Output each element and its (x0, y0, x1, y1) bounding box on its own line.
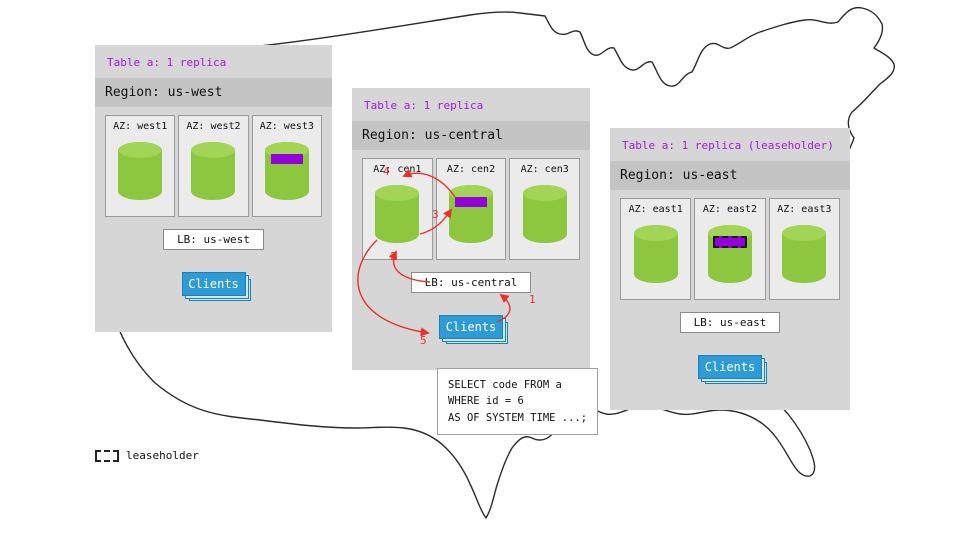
flow-step-4: 4 (383, 165, 390, 178)
replica-cylinder-west2 (191, 142, 236, 200)
sql-line-2: WHERE id = 6 (448, 395, 524, 408)
replica-cylinder-cen2 (449, 185, 493, 243)
az-west2: AZ: west2 (178, 115, 249, 217)
replica-cylinder-west3 (264, 142, 309, 200)
az-row-west: AZ: west1 AZ: west2 AZ: west3 (105, 115, 322, 217)
az-row-central: AZ: cen1 AZ: cen2 AZ: cen3 (362, 158, 581, 260)
az-west1: AZ: west1 (105, 115, 176, 217)
az-label: AZ: east1 (628, 204, 683, 215)
flow-step-2: 2 (390, 250, 397, 263)
az-label: AZ: cen3 (520, 164, 569, 175)
sql-line-1: SELECT code FROM a (448, 379, 562, 391)
replica-range-bar-west3 (270, 154, 303, 164)
flow-step-3: 3 (432, 208, 439, 221)
az-row-east: AZ: east1 AZ: east2 AZ: east3 (620, 198, 840, 300)
replica-cylinder-cen1 (375, 185, 420, 243)
az-label: AZ: cen2 (446, 164, 496, 175)
replica-range-bar-cen2 (455, 197, 487, 207)
clients-box-us-west: Clients (181, 272, 246, 296)
az-label: AZ: west2 (186, 121, 241, 132)
table-replica-label-east: Table a: 1 replica (leaseholder) (622, 139, 834, 152)
sql-line-3: AS OF SYSTEM TIME ...; (448, 411, 588, 424)
leaseholder-range-bar-east2 (712, 236, 747, 248)
leaseholder-legend-label: leaseholder (126, 449, 199, 462)
az-east2: AZ: east2 (694, 198, 766, 300)
region-panel-us-central: Table a: 1 replica Region: us-central AZ… (352, 88, 590, 370)
flow-step-1: 1 (529, 293, 536, 306)
leaseholder-swatch-icon (95, 449, 119, 462)
az-east3: AZ: east3 (768, 198, 840, 300)
az-label: AZ: cen1 (373, 164, 422, 175)
az-west3: AZ: west3 (251, 115, 322, 217)
region-panel-us-west: Table a: 1 replica Region: us-west AZ: w… (95, 45, 332, 332)
region-title-us-central: Region: us-central (352, 121, 590, 150)
az-cen3: AZ: cen3 (509, 158, 581, 260)
az-label: AZ: west1 (113, 121, 168, 132)
region-title-us-west: Region: us-west (95, 78, 332, 107)
replica-cylinder-east3 (782, 225, 827, 283)
region-panel-us-east: Table a: 1 replica (leaseholder) Region:… (610, 128, 850, 410)
az-cen2: AZ: cen2 (435, 158, 507, 260)
replica-cylinder-east2 (707, 225, 752, 283)
load-balancer-us-central: LB: us-central (410, 272, 532, 293)
clients-box-us-east: Clients (698, 355, 762, 379)
sql-query-box: SELECT code FROM a WHERE id = 6 AS OF SY… (437, 368, 599, 435)
az-cen1: AZ: cen1 (362, 158, 433, 260)
load-balancer-us-west: LB: us-west (163, 229, 264, 250)
az-label: AZ: west3 (259, 121, 314, 132)
replica-cylinder-east1 (633, 225, 678, 283)
az-label: AZ: east2 (702, 204, 758, 215)
load-balancer-us-east: LB: us-east (679, 312, 781, 333)
az-east1: AZ: east1 (620, 198, 692, 300)
region-title-us-east: Region: us-east (610, 161, 850, 190)
replica-cylinder-cen3 (522, 185, 567, 243)
az-label: AZ: east3 (777, 204, 832, 215)
table-replica-label-central: Table a: 1 replica (364, 99, 484, 112)
clients-box-us-central: Clients (439, 315, 503, 339)
replica-cylinder-west1 (118, 142, 163, 200)
leaseholder-legend: leaseholder (95, 449, 199, 462)
flow-step-5: 5 (420, 334, 427, 347)
table-replica-label-west: Table a: 1 replica (107, 56, 227, 69)
